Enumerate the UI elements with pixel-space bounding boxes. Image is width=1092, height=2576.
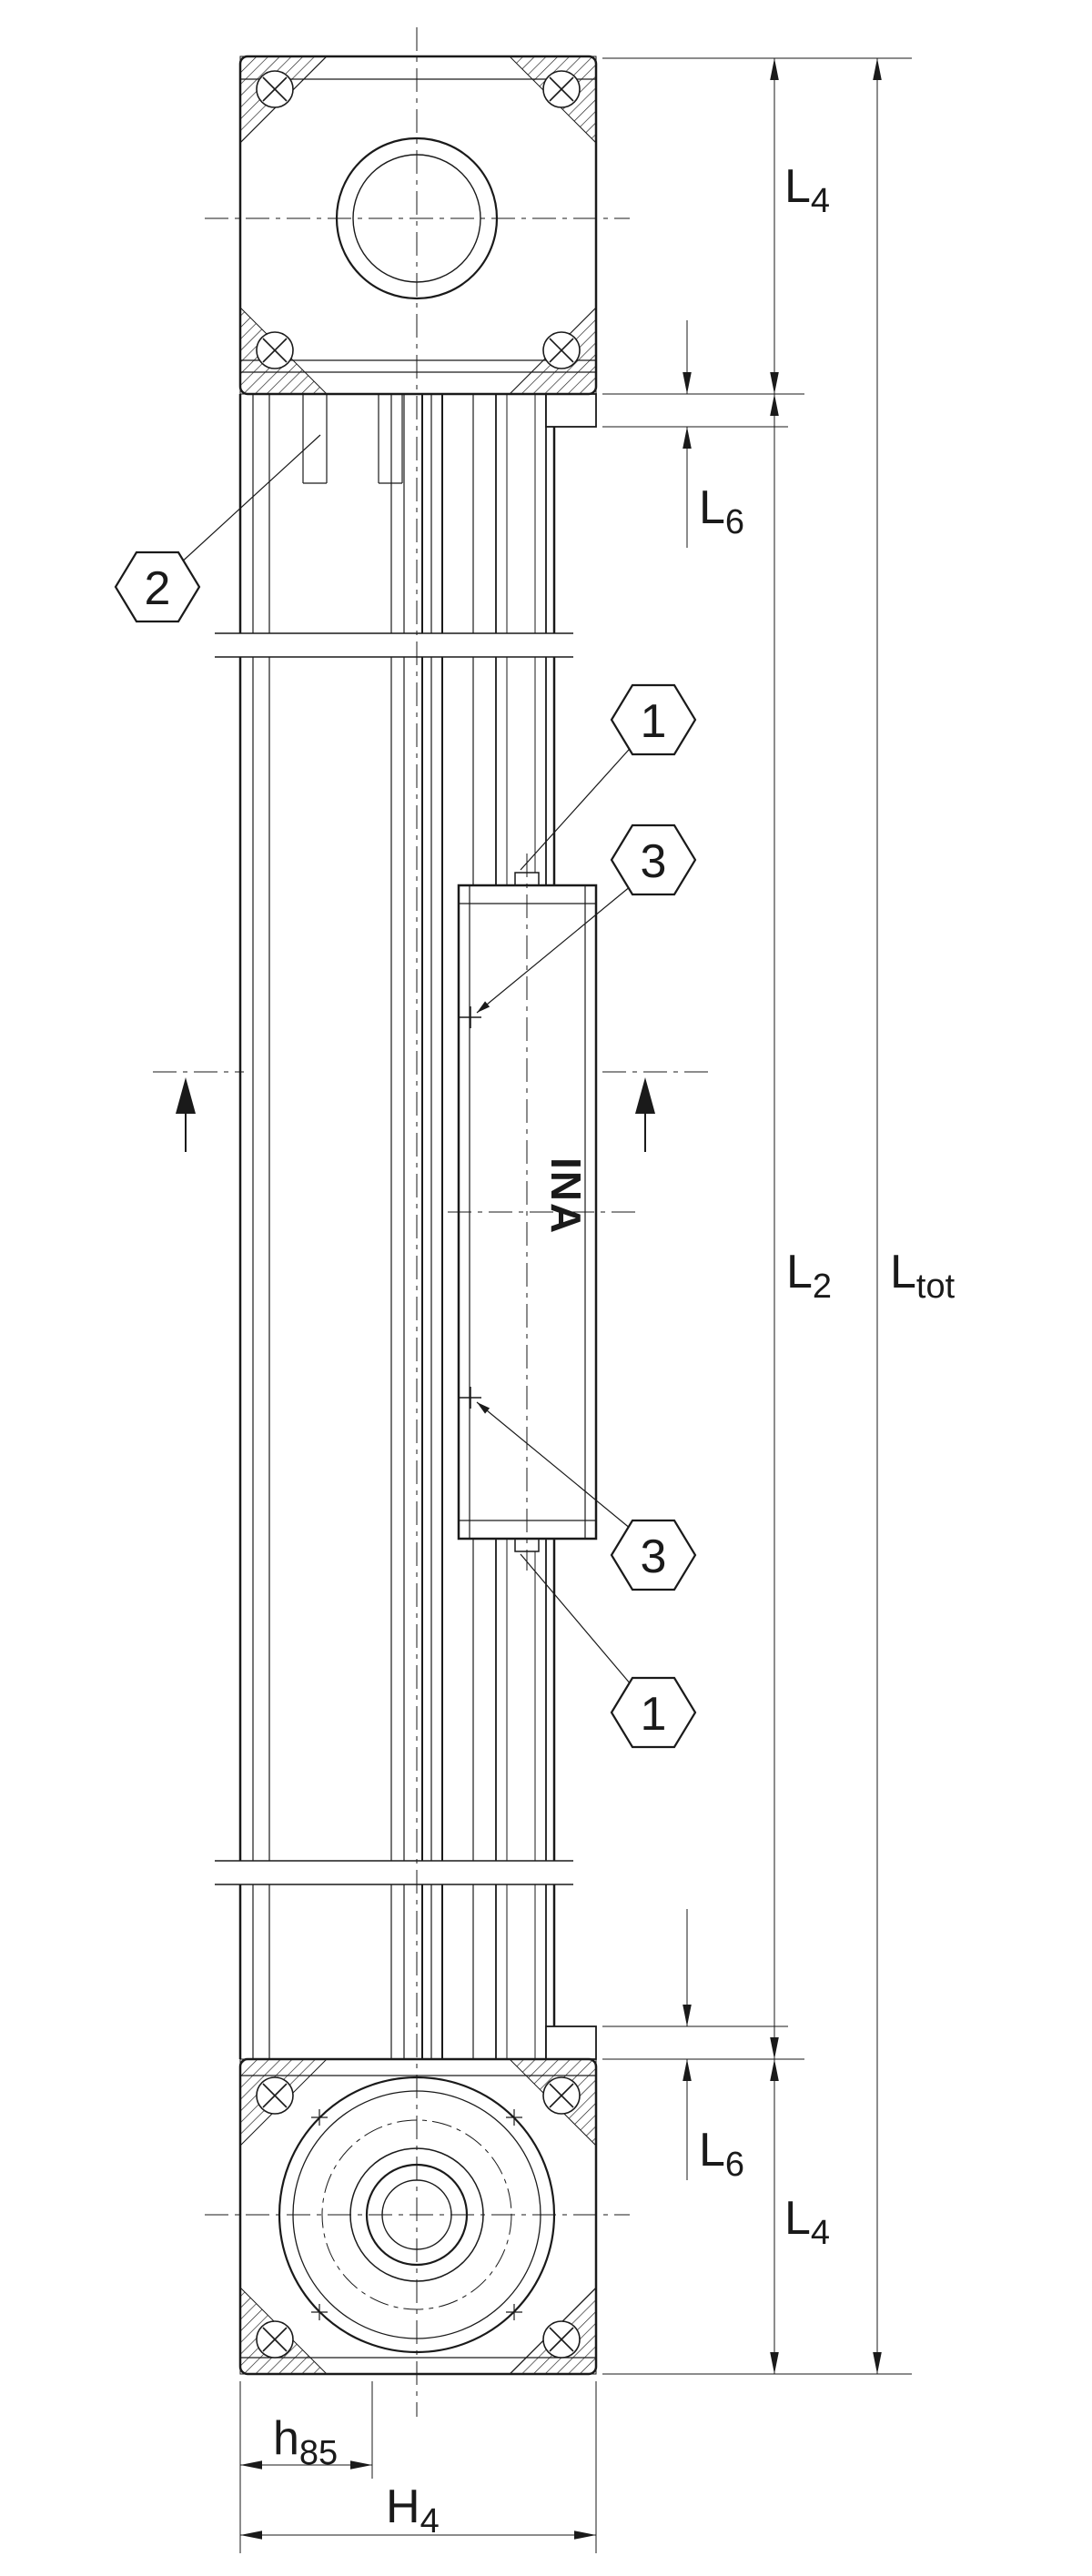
- callout-1-lower: 1: [520, 1553, 697, 1749]
- motor-mount-slots: [302, 394, 403, 484]
- corner-screw-icon: [542, 2076, 581, 2115]
- datum-arrows: [176, 1077, 655, 1152]
- corner-screw-icon: [256, 2320, 294, 2359]
- corner-screw-icon: [256, 70, 294, 108]
- lube-port-icon: [460, 1006, 481, 1028]
- corner-screw-icon: [542, 2320, 581, 2359]
- dimension-label-l4-top: L4: [784, 160, 830, 220]
- dimension-label-l6-bottom: L6: [699, 2124, 744, 2184]
- callout-2: 2: [114, 434, 321, 623]
- callout-3-lower-label: 3: [641, 1530, 667, 1583]
- dimension-label-l4-bottom: L4: [784, 2192, 830, 2252]
- dimension-label-ltot: Ltot: [890, 1246, 956, 1306]
- belt-clamp-top: [545, 393, 597, 428]
- callout-balloon-icon: [610, 683, 697, 756]
- up-arrow-icon: [635, 1077, 655, 1114]
- center-lines: [153, 27, 708, 2417]
- callout-2-label: 2: [145, 562, 171, 615]
- leader-line: [476, 881, 637, 1014]
- callout-1-upper-label: 1: [641, 695, 667, 748]
- callout-1-upper: 1: [520, 683, 697, 871]
- dimensions: L4 L6 L2 Ltot L6 L4 h85 H4: [239, 57, 956, 2553]
- callout-balloon-icon: [610, 823, 697, 896]
- corner-screw-icon: [256, 2076, 294, 2115]
- leader-line: [177, 434, 321, 566]
- dimension-label-l2: L2: [786, 1246, 832, 1306]
- bottom-end-block: [238, 2057, 598, 2376]
- callouts: 2 1 3 3 1: [114, 434, 697, 1749]
- ina-logo: INA: [542, 1157, 590, 1235]
- callout-3-lower: 3: [476, 1401, 697, 1591]
- leader-line: [476, 1401, 637, 1534]
- callout-3-upper: 3: [476, 823, 697, 1014]
- bolt-mark-icon: [311, 2109, 522, 2320]
- callout-3-upper-label: 3: [641, 835, 667, 888]
- dimension-label-h4: H4: [386, 2480, 440, 2541]
- break-lines: [215, 632, 573, 1885]
- corner-screw-icon: [542, 70, 581, 108]
- up-arrow-icon: [176, 1077, 196, 1114]
- callout-1-lower-label: 1: [641, 1688, 667, 1741]
- top-end-block: [238, 55, 598, 396]
- callout-balloon-icon: [610, 1519, 697, 1591]
- corner-screw-icon: [542, 331, 581, 369]
- leader-line: [520, 741, 637, 871]
- dimension-label-h85: h85: [273, 2412, 338, 2472]
- callout-balloon-icon: [114, 551, 201, 623]
- corner-screw-icon: [256, 331, 294, 369]
- lube-port-icon: [460, 1387, 481, 1409]
- callout-balloon-icon: [610, 1676, 697, 1749]
- dimension-label-l6-top: L6: [699, 481, 744, 541]
- leader-line: [520, 1553, 637, 1692]
- belt-clamp-bottom: [545, 2025, 597, 2060]
